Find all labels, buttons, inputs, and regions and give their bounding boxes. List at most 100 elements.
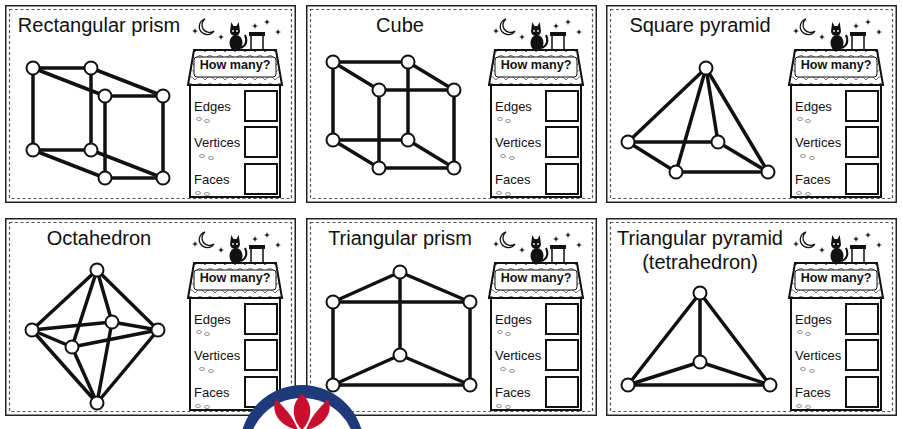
star-icon — [264, 19, 270, 25]
star-icon — [493, 28, 499, 34]
solid-figure — [327, 56, 461, 175]
pebble — [797, 405, 802, 408]
pebble — [205, 406, 210, 409]
star-icon — [819, 34, 825, 40]
card-border — [307, 219, 597, 416]
count-label: Edges — [795, 312, 832, 328]
figure-vertex — [670, 166, 683, 179]
star-icon — [793, 241, 799, 247]
chimney-cap — [850, 32, 866, 36]
card-border — [6, 6, 296, 203]
count-label: Edges — [194, 99, 231, 115]
logo-petal — [306, 399, 330, 429]
pebble — [497, 192, 502, 195]
star-icon — [865, 232, 871, 238]
card-dashed-border — [10, 10, 292, 199]
roof-heading: How many? — [790, 58, 882, 73]
figure-vertex — [27, 62, 40, 75]
shape-card: OctahedronHow many?EdgesVerticesFaces — [5, 218, 296, 416]
pebble — [209, 370, 214, 373]
star-icon — [576, 29, 582, 35]
figure-edge — [676, 68, 706, 172]
count-label: Edges — [795, 99, 832, 115]
star-icon — [519, 34, 525, 40]
chimney-cap — [550, 245, 566, 249]
figure-edge — [698, 293, 702, 362]
pebble — [806, 193, 811, 196]
card-border — [607, 6, 897, 203]
pebble — [506, 193, 511, 196]
figure-edge — [331, 302, 335, 385]
card-title: Octahedron — [9, 226, 189, 250]
figure-vertex — [26, 324, 39, 337]
star-icon — [876, 29, 882, 35]
solid-figure — [327, 266, 477, 392]
figure-vertex — [373, 162, 386, 175]
pebble — [498, 118, 503, 121]
roof — [188, 263, 282, 298]
star-icon — [565, 232, 571, 238]
figure-vertex — [66, 341, 79, 354]
answer-box — [846, 340, 878, 370]
figure-edge — [406, 62, 410, 140]
star-icon — [576, 242, 582, 248]
figure-edge — [105, 94, 163, 98]
star-icon — [876, 242, 882, 248]
star-icon — [853, 236, 859, 242]
figure-edge — [452, 90, 456, 168]
answer-box — [846, 377, 878, 407]
shape-card: Rectangular prismHow many?EdgesVerticesF… — [5, 5, 296, 203]
house-panel: How many?EdgesVerticesFaces — [786, 230, 886, 413]
figure-vertex — [448, 84, 461, 97]
shape-card: Triangular prismHow many?EdgesVerticesFa… — [306, 218, 597, 416]
logo-face — [248, 398, 356, 429]
count-label: Vertices — [194, 348, 240, 364]
figure-vertex — [764, 379, 777, 392]
card-border — [6, 219, 296, 416]
count-label: Faces — [194, 385, 229, 401]
figure-edge — [628, 383, 770, 387]
roof-heading: How many? — [189, 58, 281, 73]
pebble — [197, 331, 202, 334]
figure-vertex — [622, 379, 635, 392]
house-body — [791, 298, 881, 410]
figure-vertex — [157, 90, 170, 103]
figure-vertex — [99, 90, 112, 103]
figure-vertex — [152, 324, 165, 337]
figure-edge — [105, 176, 163, 180]
count-label: Faces — [795, 172, 830, 188]
figure-edge — [628, 140, 718, 144]
figure-vertex — [712, 136, 725, 149]
pebble — [801, 368, 806, 371]
answer-box — [846, 164, 878, 194]
star-icon — [275, 29, 281, 35]
count-label: Vertices — [194, 135, 240, 151]
star-icon — [819, 247, 825, 253]
star-icon — [252, 236, 258, 242]
pebble — [506, 406, 511, 409]
pebble — [506, 333, 511, 336]
star-icon — [853, 23, 859, 29]
star-icon — [553, 236, 559, 242]
roof-heading: How many? — [490, 271, 582, 286]
pebble — [205, 193, 210, 196]
pebble — [797, 192, 802, 195]
star-icon — [218, 247, 224, 253]
star-icon — [252, 23, 258, 29]
pebble — [501, 368, 506, 371]
answer-box — [245, 91, 277, 121]
chimney-cap — [850, 245, 866, 249]
star-icon — [793, 28, 799, 34]
figure-edge — [33, 66, 91, 70]
card-title: Triangular prism — [310, 226, 490, 250]
star-icon — [553, 23, 559, 29]
house-panel: How many?EdgesVerticesFaces — [486, 17, 586, 200]
star-icon — [192, 28, 198, 34]
figure-edge — [408, 62, 454, 90]
logo-petal — [294, 394, 311, 429]
answer-box — [846, 304, 878, 334]
star-icon — [264, 232, 270, 238]
figure-edge — [103, 96, 107, 178]
house-body — [190, 85, 280, 197]
